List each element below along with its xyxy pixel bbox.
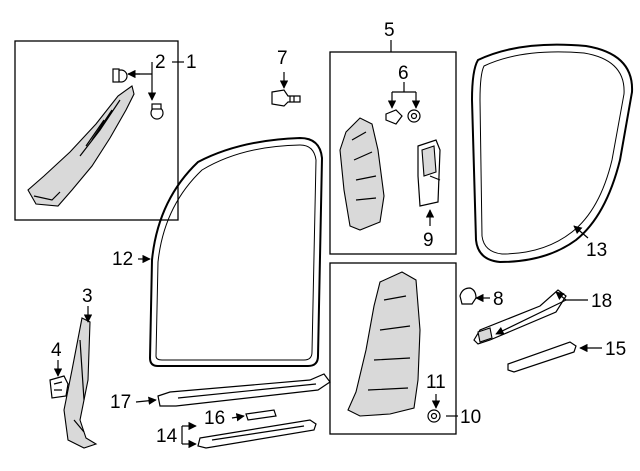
clip-part-6[interactable] [385,109,421,125]
cap-part-8[interactable] [459,287,477,305]
front-door-weatherstrip-part-12[interactable] [148,136,324,367]
garnish-part-9[interactable] [417,139,441,207]
callout-14[interactable]: 14 [156,426,178,447]
callout-12[interactable]: 12 [112,249,133,270]
rear-door-weatherstrip-part-13[interactable] [470,43,634,264]
callout-15[interactable]: 15 [605,339,626,360]
step-cover-part-16[interactable] [245,409,277,421]
group-box-center-pillar-upper [329,51,457,255]
leader-lines [53,40,602,449]
center-pillar-upper-trim[interactable] [339,117,385,231]
clip-part-2[interactable] [112,68,128,83]
a-pillar-trim-part-1[interactable] [27,85,164,207]
callout-10[interactable]: 10 [460,407,481,428]
callout-6[interactable]: 6 [398,63,409,84]
callout-3[interactable]: 3 [82,286,93,307]
lower-pillar-trim-part-3[interactable] [63,317,98,449]
callout-4[interactable]: 4 [51,340,62,361]
group-box-center-pillar-lower [329,262,457,435]
center-pillar-lower-trim[interactable] [347,271,421,417]
callout-16[interactable]: 16 [204,408,225,429]
clip-part-11[interactable] [427,409,441,423]
group-box-a-pillar [14,40,179,221]
callout-13[interactable]: 13 [586,240,607,261]
clip-part-7[interactable] [271,89,301,107]
callout-8[interactable]: 8 [493,289,504,310]
molding-part-15[interactable] [507,341,577,373]
bracket-part-4[interactable] [49,375,69,399]
callout-1[interactable]: 1 [186,52,197,73]
callout-11[interactable]: 11 [426,372,446,393]
callout-18[interactable]: 18 [591,291,612,312]
callout-2[interactable]: 2 [155,52,166,73]
callout-17[interactable]: 17 [110,392,131,413]
callout-labels: 2 1 7 5 6 9 12 13 3 4 8 18 15 11 10 17 1… [51,20,626,447]
callout-7[interactable]: 7 [277,48,288,69]
callout-9[interactable]: 9 [423,230,434,251]
scuff-plate-part-17[interactable] [157,373,331,407]
sill-plate-part-14[interactable] [197,419,317,449]
callout-5[interactable]: 5 [384,20,395,41]
